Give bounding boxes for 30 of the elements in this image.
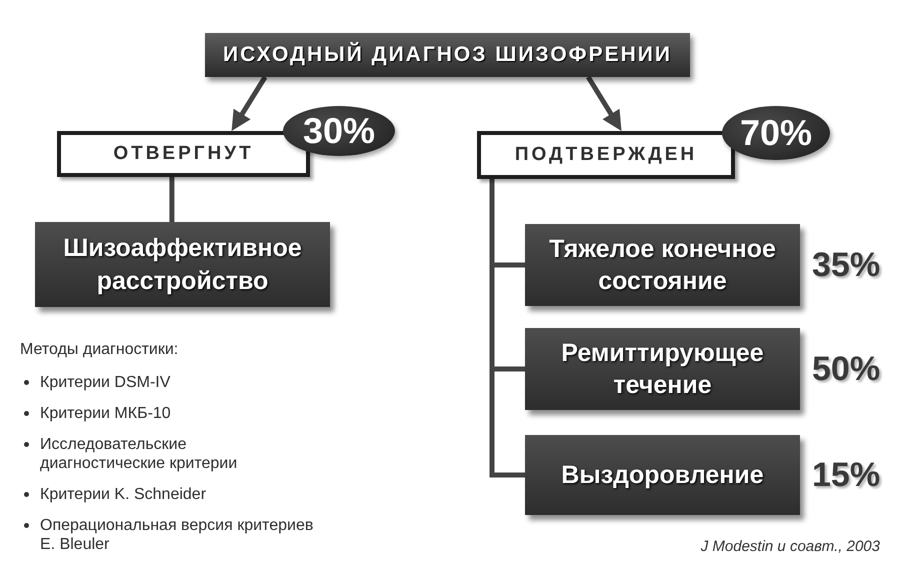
percentage-ellipse — [283, 106, 395, 156]
outcome-box — [477, 131, 735, 179]
arrow — [232, 76, 268, 131]
box-label: Шизоаффективное расстройство — [62, 233, 303, 296]
list-item: Критерии МКБ-10 — [40, 404, 172, 423]
connector-line — [169, 177, 174, 222]
percentage-text: 70% — [740, 112, 812, 154]
list-item: Операциональная версия критериев E. Bleuler — [40, 516, 314, 554]
arrow — [586, 76, 622, 132]
outcome-box — [525, 224, 800, 306]
outcome-box — [525, 328, 800, 410]
percentage-text: 30% — [302, 110, 376, 152]
box-label: ИСХОДНЫЙ ДИАГНОЗ ШИЗОФРЕНИИ — [223, 43, 672, 67]
list-item: Критерии K. Schneider — [40, 485, 208, 504]
outcome-box — [35, 222, 330, 307]
list-heading: Методы диагностики: — [20, 340, 180, 359]
box-label: Выздоровление — [561, 460, 764, 491]
box-label: ПОДТВЕРЖДЕН — [514, 144, 698, 166]
box-label: Ремиттирующее течение — [560, 338, 765, 401]
outcome-box — [525, 435, 800, 515]
box-label: Тяжелое конечное состояние — [548, 234, 777, 297]
diagnosis-box — [205, 33, 690, 77]
list-item: Исследовательские диагностические критерии — [40, 435, 238, 473]
citation: J Modestin и соавт., 2003 — [700, 538, 880, 555]
percentage-label: 35% — [812, 248, 880, 282]
percentage-ellipse — [722, 106, 830, 160]
percentage-label: 50% — [812, 352, 880, 386]
list-item: Критерии DSM-IV — [40, 373, 172, 392]
box-label: ОТВЕРГНУТ — [113, 143, 254, 165]
percentage-label: 15% — [812, 458, 880, 492]
